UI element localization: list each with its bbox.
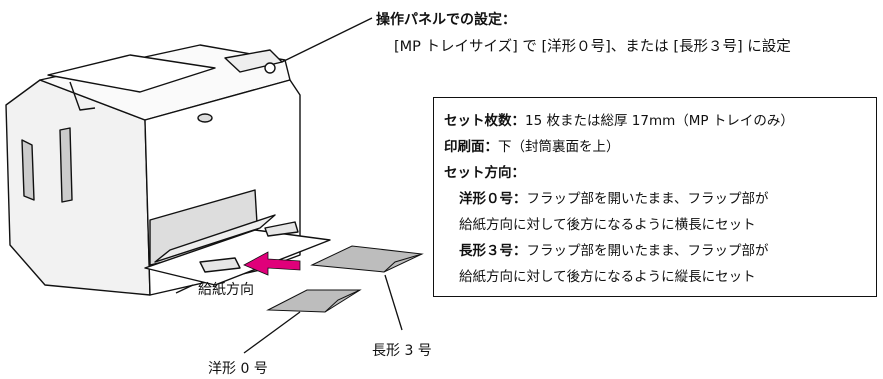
face-value: 下（封筒裏面を上） [498, 139, 620, 155]
youkei-envelope [266, 289, 362, 313]
direction-line: セット方向： [444, 161, 525, 181]
youkei-label: 洋形０号： [459, 191, 527, 207]
panel-leader-line [281, 17, 373, 63]
youkei-line1: 洋形０号：フラップ部を開いたまま、フラップ部が [459, 187, 769, 207]
face-line: 印刷面：下（封筒裏面を上） [444, 135, 620, 155]
feed-leader-line [175, 284, 194, 294]
face-label: 印刷面： [444, 139, 498, 155]
count-value: 15 枚または総厚 17mm（MP トレイのみ） [525, 113, 794, 129]
choukei-label: 長形３号： [459, 243, 527, 259]
choukei-text1: フラップ部を開いたまま、フラップ部が [526, 243, 769, 259]
printer-icon [5, 44, 331, 296]
choukei-label-callout: 長形 3 号 [372, 343, 432, 359]
choukei-line2: 給紙方向に対して後方になるように縦長にセット [459, 269, 756, 285]
count-label: セット枚数： [444, 113, 525, 129]
direction-label: セット方向： [444, 165, 525, 181]
panel-heading: 操作パネルでの設定： [376, 12, 516, 28]
youkei-line2: 給紙方向に対して後方になるように横長にセット [459, 217, 756, 233]
youkei-text1: フラップ部を開いたまま、フラップ部が [526, 191, 769, 207]
youkei-label-callout: 洋形 0 号 [208, 361, 268, 377]
count-line: セット枚数：15 枚または総厚 17mm（MP トレイのみ） [444, 109, 794, 129]
feed-direction-arrow [243, 251, 301, 276]
choukei-leader-line [384, 274, 403, 331]
choukei-line1: 長形３号：フラップ部を開いたまま、フラップ部が [459, 239, 769, 259]
youkei-leader-line [243, 311, 301, 354]
info-box: セット枚数：15 枚または総厚 17mm（MP トレイのみ） 印刷面：下（封筒裏… [433, 97, 877, 297]
feed-direction-label: 給紙方向 [198, 282, 254, 298]
panel-instruction: [MP トレイサイズ] で [洋形０号]、または [長形３号] に設定 [394, 39, 791, 55]
